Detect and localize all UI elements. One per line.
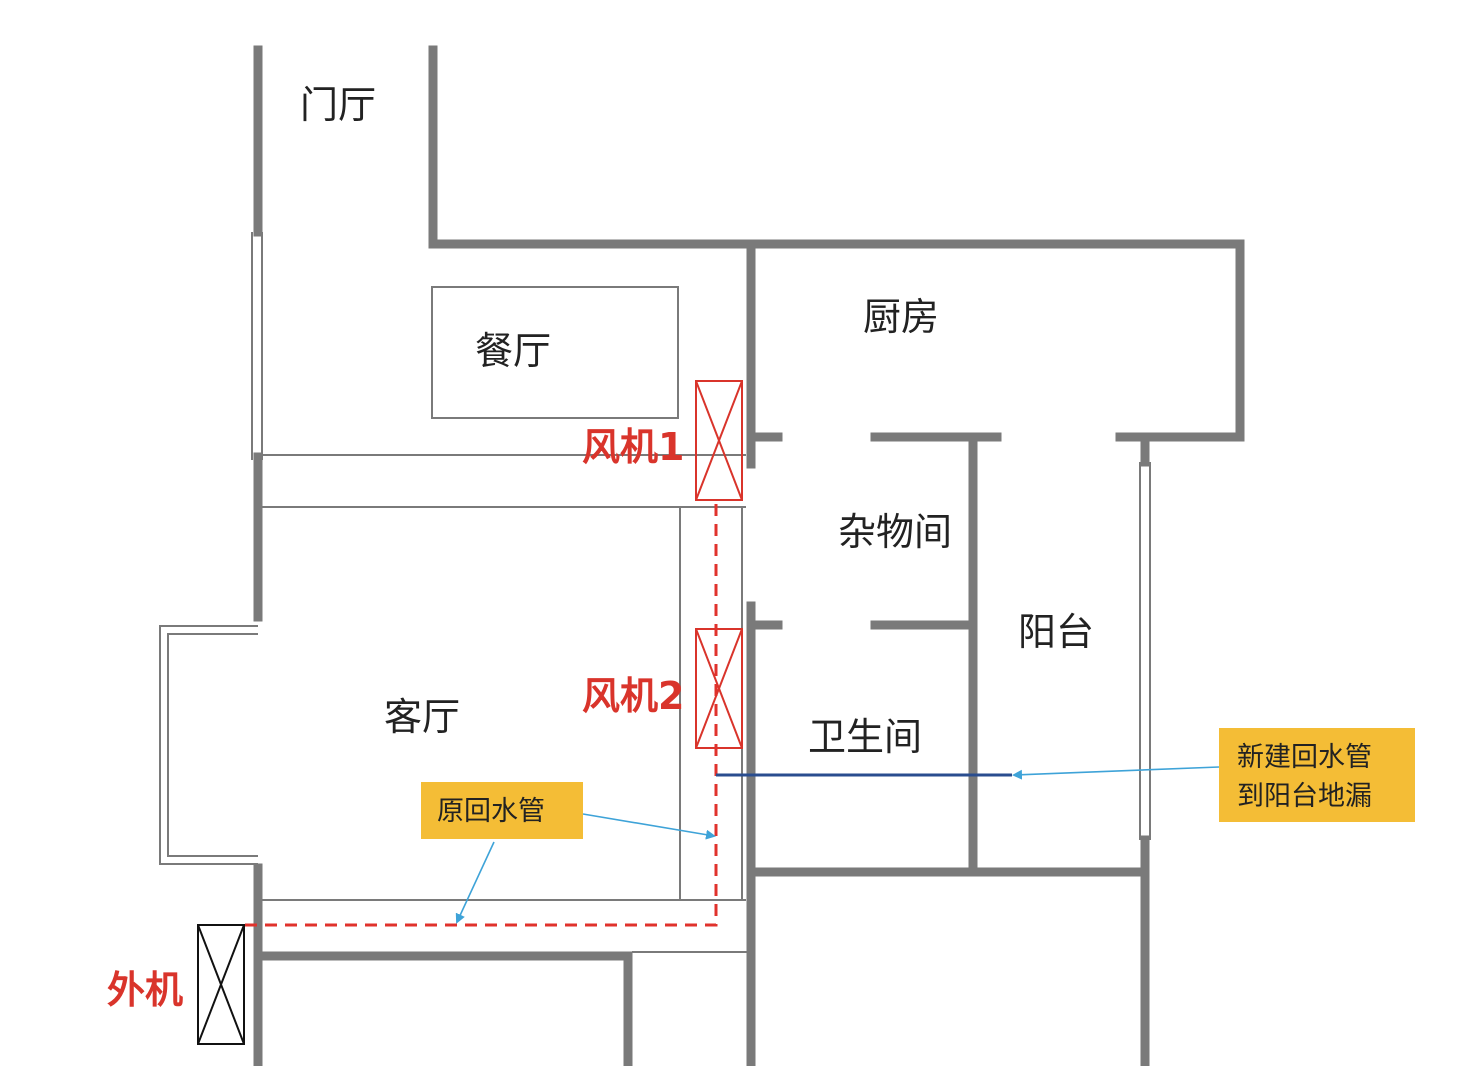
fan-unit-1 (695, 380, 743, 501)
fan-unit-2 (695, 628, 743, 749)
unit-label-fan1: 风机1 (582, 425, 684, 469)
room-label-living: 客厅 (384, 695, 460, 739)
old-pipe-arrow-right (582, 813, 716, 840)
note-new-pipe-line1: 新建回水管 (1237, 742, 1372, 773)
note-old-pipe-text: 原回水管 (437, 796, 545, 827)
old-return-pipe (244, 504, 718, 927)
room-label-kitchen: 厨房 (863, 295, 939, 339)
room-label-dining: 餐厅 (475, 329, 551, 373)
old-pipe-arrow-down (455, 841, 495, 924)
room-label-storage: 杂物间 (838, 510, 952, 554)
note-new-pipe: 新建回水管 到阳台地漏 (1219, 728, 1415, 822)
note-old-pipe: 原回水管 (421, 782, 583, 839)
thin-lines (159, 232, 1151, 953)
walls (253, 45, 1245, 1066)
room-label-bathroom: 卫生间 (808, 715, 922, 759)
note-new-pipe-line2: 到阳台地漏 (1237, 781, 1372, 812)
room-label-foyer: 门厅 (300, 83, 376, 127)
unit-label-outdoor: 外机 (107, 968, 183, 1012)
dining-table (431, 286, 679, 419)
room-label-balcony: 阳台 (1018, 610, 1094, 654)
unit-label-fan2: 风机2 (582, 674, 684, 718)
new-pipe-arrow (1012, 766, 1220, 780)
outdoor-unit (197, 924, 245, 1045)
